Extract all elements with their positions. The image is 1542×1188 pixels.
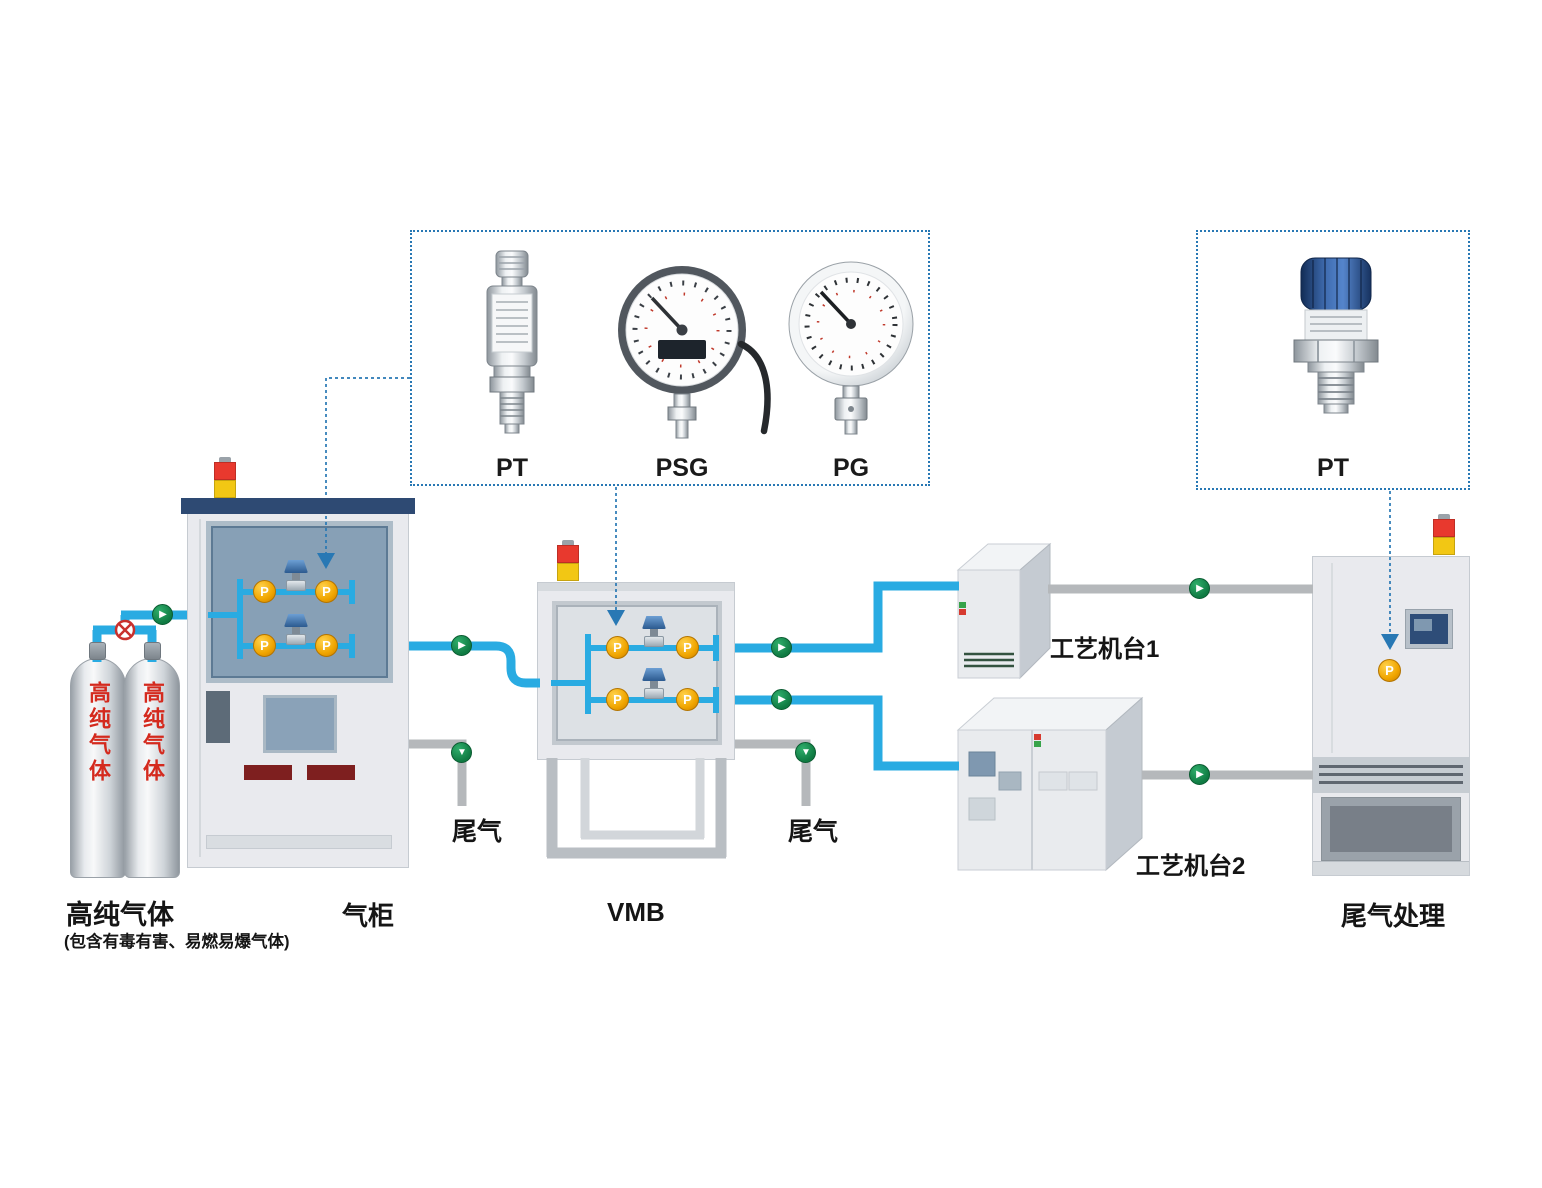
treatment-signal-tower — [1433, 514, 1455, 555]
vmb-sensor-1 — [637, 616, 671, 648]
tower-cap — [219, 457, 231, 462]
treatment-screen — [1405, 609, 1453, 649]
cabinet-label: 气柜 — [342, 901, 395, 931]
source-subtitle: (包含有毒有害、易燃易爆气体) — [64, 933, 290, 951]
flow-arrow-icon: ▶ — [1189, 764, 1210, 785]
pt-label: PT — [496, 454, 528, 482]
tower-yellow-light — [214, 480, 236, 498]
cabinet-screen — [263, 695, 337, 753]
flow-arrow-down-icon: ▼ — [451, 742, 472, 763]
gas-pipes — [92, 581, 959, 771]
callout-pointers — [317, 553, 1399, 650]
cylinder-1-valve — [89, 642, 106, 660]
psg-label: PSG — [655, 454, 709, 482]
pressure-badge: P — [676, 636, 699, 659]
machine1-label: 工艺机台1 — [1050, 636, 1160, 663]
callout-pt-product: PT — [1196, 230, 1470, 490]
cabinet-top-bar — [181, 498, 415, 514]
tower-red-light — [1433, 519, 1455, 537]
treatment-recess-inner — [1330, 806, 1452, 852]
vmb-signal-tower — [557, 540, 579, 581]
vmb-window — [552, 601, 722, 745]
pressure-badge: P — [253, 580, 276, 603]
exhaust-treatment — [1312, 556, 1470, 876]
gas-cylinder-2: 高纯气体 — [124, 658, 180, 878]
vmb-sensor-2 — [637, 668, 671, 700]
vent-line — [1319, 765, 1463, 768]
machine2-label: 工艺机台2 — [1136, 853, 1246, 880]
exhaust-label-1: 尾气 — [452, 818, 503, 846]
callout-connectors — [325, 377, 1391, 634]
pressure-badge: P — [253, 634, 276, 657]
vmb-stand-back — [580, 758, 705, 840]
treatment-seam — [1331, 563, 1333, 753]
pt2-label: PT — [1317, 454, 1349, 482]
tower-cap — [1438, 514, 1450, 519]
pressure-badge: P — [1378, 659, 1401, 682]
pg-label: PG — [832, 454, 870, 482]
gas-cylinder-1: 高纯气体 — [70, 658, 126, 878]
source-title: 高纯气体 — [66, 900, 174, 930]
cylinder-2-valve — [144, 642, 161, 660]
flow-arrow-icon: ▶ — [451, 635, 472, 656]
cabinet-door-seam — [199, 519, 201, 857]
treatment-label: 尾气处理 — [1341, 901, 1446, 931]
tower-yellow-light — [1433, 537, 1455, 555]
vent-line — [1319, 773, 1463, 776]
pressure-badge: P — [606, 688, 629, 711]
pt-product-image — [486, 250, 538, 434]
cabinet-signal-tower — [214, 457, 236, 498]
machine2-graphic — [956, 696, 1144, 872]
pressure-badge: P — [606, 636, 629, 659]
vmb-top-strip — [538, 583, 734, 591]
vmb-label: VMB — [607, 897, 665, 927]
pt2-product-image — [1293, 257, 1379, 414]
treatment-vent — [1313, 757, 1469, 793]
flow-arrow-icon: ▶ — [771, 637, 792, 658]
cabinet-vent — [206, 835, 392, 849]
machine1-graphic — [956, 542, 1052, 680]
manual-valve-icon — [114, 619, 136, 641]
exhaust-pipes — [409, 584, 1313, 806]
cabinet-sensor-2 — [279, 614, 313, 646]
vmb-box — [537, 582, 735, 760]
flow-arrow-icon: ▶ — [152, 604, 173, 625]
callout-sensor-products: PT PSG PG — [410, 230, 930, 486]
pg-product-image — [788, 261, 914, 435]
pressure-badge: P — [315, 580, 338, 603]
psg-product-image — [618, 266, 771, 439]
cabinet-sensor-1 — [279, 560, 313, 592]
cabinet-slot — [206, 691, 230, 743]
cylinder-1-text: 高纯气体 — [86, 681, 111, 785]
cylinder-2-text: 高纯气体 — [140, 681, 165, 785]
pressure-badge: P — [315, 634, 338, 657]
flow-arrow-icon: ▶ — [1189, 578, 1210, 599]
cabinet-button-1 — [244, 765, 292, 780]
tower-cap — [562, 540, 574, 545]
treatment-recess — [1321, 797, 1461, 861]
vmb-stand-front — [546, 758, 727, 859]
tower-red-light — [557, 545, 579, 563]
cabinet-button-2 — [307, 765, 355, 780]
tower-red-light — [214, 462, 236, 480]
exhaust-label-2: 尾气 — [788, 818, 839, 846]
vent-line — [1319, 781, 1463, 784]
treatment-screen-content — [1414, 619, 1432, 631]
pressure-badge: P — [676, 688, 699, 711]
flow-arrow-icon: ▶ — [771, 689, 792, 710]
tower-yellow-light — [557, 563, 579, 581]
treatment-base — [1313, 861, 1469, 875]
flow-arrow-down-icon: ▼ — [795, 742, 816, 763]
